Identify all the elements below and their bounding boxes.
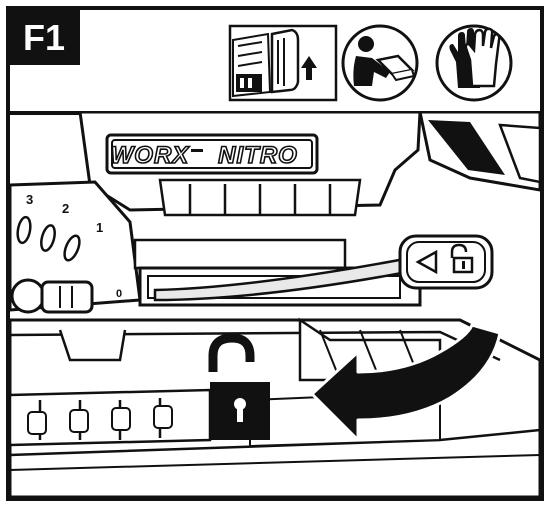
step-label: F1 [23,17,65,58]
scale-number-1: 1 [96,220,103,235]
wear-gloves-icon [435,24,513,102]
padlock-open-small-icon [450,243,474,274]
battery-insert-icon [228,24,338,102]
scale-number-0: 0 [116,288,122,300]
brand-name: WORX [111,142,191,169]
release-lever [398,234,494,290]
brand-model: NITRO [218,142,298,169]
scale-number-2: 2 [62,201,69,216]
read-manual-icon [341,24,419,102]
scale-number-3: 3 [26,192,33,207]
padlock-open-icon [208,333,270,440]
triangle-left-icon [415,249,438,275]
curved-arrow-icon [310,323,502,442]
step-label-box: F1 [8,8,80,65]
sander-illustration: WORX NITRO 3 2 1 0 [10,113,540,497]
